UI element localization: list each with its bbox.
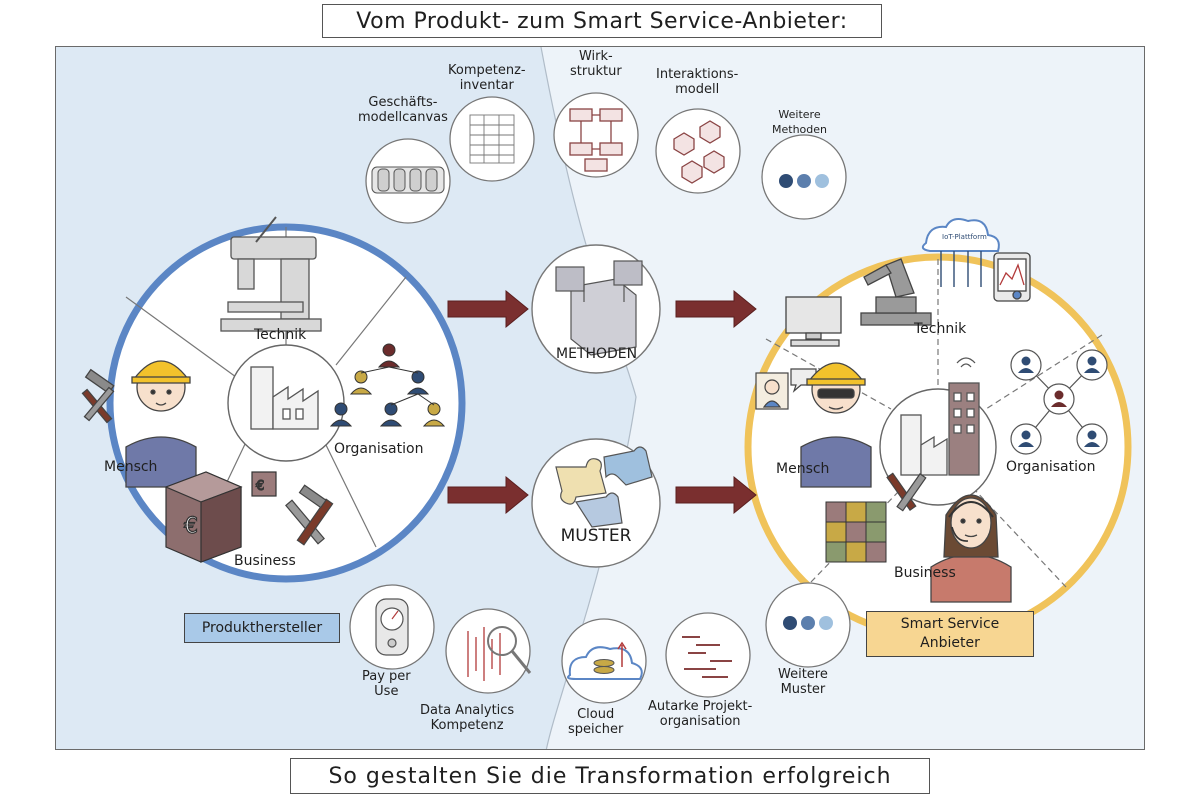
tag-smart-service-line2: Anbieter [920, 635, 980, 651]
pattern-label-project-org: Autarke Projekt-organisation [648, 699, 753, 729]
more-methods-dots-icon [779, 174, 829, 188]
smart-factory-icon [900, 357, 980, 476]
muster-circle [531, 438, 661, 568]
effect-structure-icon [569, 108, 623, 172]
tag-smart-service-line1: Smart Service [900, 616, 1000, 632]
iot-platform-label: IoT-Plattform [942, 233, 987, 241]
iot-cloud-icon: IoT-Plattform [921, 218, 1000, 287]
canvas-icon [371, 166, 445, 194]
tag-produkthersteller: Produkthersteller [184, 613, 340, 643]
monitor-icon [785, 296, 842, 347]
factory-icon [250, 366, 319, 430]
business-tools-icon [285, 484, 334, 546]
left-label-organisation: Organisation [334, 441, 424, 457]
org-people-icon [329, 343, 446, 427]
method-label-canvas: Geschäfts-modellcanvas [358, 95, 448, 125]
tag-smart-service-anbieter: Smart Service Anbieter [866, 611, 1034, 657]
left-label-technik: Technik [254, 327, 307, 343]
video-call-icon [755, 368, 817, 410]
diagram-canvas: € € [56, 47, 1144, 749]
analytics-magnifier-icon [467, 626, 532, 681]
cloud-storage-icon [567, 641, 643, 680]
service-agent-icon [930, 494, 1012, 603]
right-label-organisation: Organisation [1006, 459, 1096, 475]
method-label-inventory: Kompetenz-inventar [448, 63, 526, 93]
org-network-icon [1010, 349, 1108, 455]
meter-device-icon [375, 598, 409, 656]
table-inventory-icon [469, 114, 515, 164]
more-patterns-dots-icon [783, 616, 833, 630]
left-label-business: Business [234, 553, 296, 569]
euro-box-icon: € € [164, 471, 277, 563]
arrows [447, 289, 757, 515]
methoden-label: METHODEN [556, 346, 638, 362]
right-label-technik: Technik [914, 321, 967, 337]
euro-cube-icon [825, 501, 887, 563]
robot-arm-icon [860, 258, 932, 326]
left-circle: € € [81, 216, 466, 583]
main-diagram-frame: € € [55, 46, 1145, 750]
left-label-mensch: Mensch [104, 459, 158, 475]
right-circle: IoT-Plattform [744, 218, 1132, 641]
method-label-wirkstruktur: Wirk-struktur [570, 49, 622, 79]
footer-banner: So gestalten Sie die Transformation erfo… [290, 758, 930, 794]
right-label-business: Business [894, 565, 956, 581]
interaction-model-icon [673, 120, 725, 184]
page-title: Vom Produkt- zum Smart Service-Anbieter: [322, 4, 882, 38]
method-label-interaction: Interaktions-modell [656, 67, 739, 97]
svg-text:€: € [256, 479, 264, 494]
right-label-mensch: Mensch [776, 461, 830, 477]
business-tools-right-icon [886, 472, 927, 512]
gantt-chart-icon [682, 636, 732, 678]
hammer-wrench-icon [81, 368, 115, 424]
methoden-circle [531, 244, 661, 374]
svg-text:€: € [184, 514, 198, 539]
tablet-chart-icon [993, 252, 1031, 302]
worker-icon [125, 360, 197, 488]
smart-worker-icon [800, 362, 872, 488]
drill-press-icon [220, 216, 322, 332]
muster-label: MUSTER [560, 526, 632, 546]
